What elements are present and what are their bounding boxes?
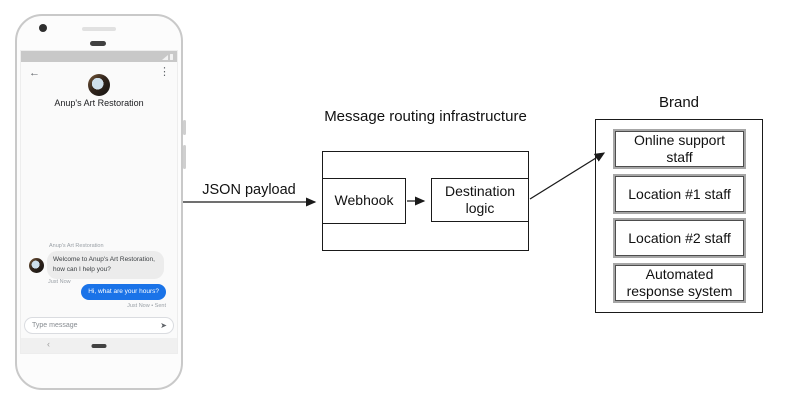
nav-home-button[interactable] (91, 344, 107, 348)
routing-title: Message routing infrastructure (324, 108, 527, 125)
destination-to-brand-arrow (529, 152, 606, 200)
power-button (183, 120, 186, 135)
incoming-timestamp: Just Now (48, 279, 71, 285)
front-camera-icon (39, 24, 47, 32)
earpiece-icon (90, 41, 106, 46)
brand-item-automated-response: Automated response system (613, 263, 746, 303)
signal-icon (162, 55, 168, 60)
message-composer[interactable]: ➤ (24, 317, 174, 334)
incoming-message-bubble: Welcome to Anup's Art Restoration, how c… (47, 251, 164, 279)
status-bar (21, 51, 177, 62)
phone-screen: ← ⋮ Anup's Art Restoration Anup's Art Re… (20, 50, 178, 354)
outgoing-message-bubble: Hi, what are your hours? (81, 284, 166, 301)
battery-icon (170, 54, 173, 60)
webhook-box: Webhook (322, 178, 406, 224)
phone-frame: ← ⋮ Anup's Art Restoration Anup's Art Re… (15, 14, 186, 390)
message-input[interactable] (25, 322, 161, 329)
brand-item-location-1: Location #1 staff (613, 174, 746, 214)
nav-back-icon[interactable]: ‹ (47, 339, 50, 349)
speaker-grille (82, 27, 116, 31)
outgoing-timestamp: Just Now • Sent (127, 303, 166, 309)
conversation-title: Anup's Art Restoration (54, 98, 144, 108)
brand-item-online-support: Online support staff (613, 129, 746, 169)
message-avatar (29, 258, 44, 273)
android-nav-bar: ‹ (21, 338, 177, 353)
overflow-menu-icon[interactable]: ⋮ (159, 66, 170, 78)
send-icon[interactable]: ➤ (160, 320, 167, 330)
conversation-avatar (88, 74, 110, 96)
back-icon[interactable]: ← (29, 67, 40, 79)
brand-title: Brand (658, 94, 700, 111)
json-payload-label: JSON payload (202, 182, 296, 198)
volume-button (183, 145, 186, 169)
brand-item-location-2: Location #2 staff (613, 218, 746, 258)
sender-name-label: Anup's Art Restoration (49, 243, 104, 249)
brand-container-box: Online support staff Location #1 staff L… (595, 119, 763, 313)
destination-logic-box: Destination logic (431, 178, 529, 222)
